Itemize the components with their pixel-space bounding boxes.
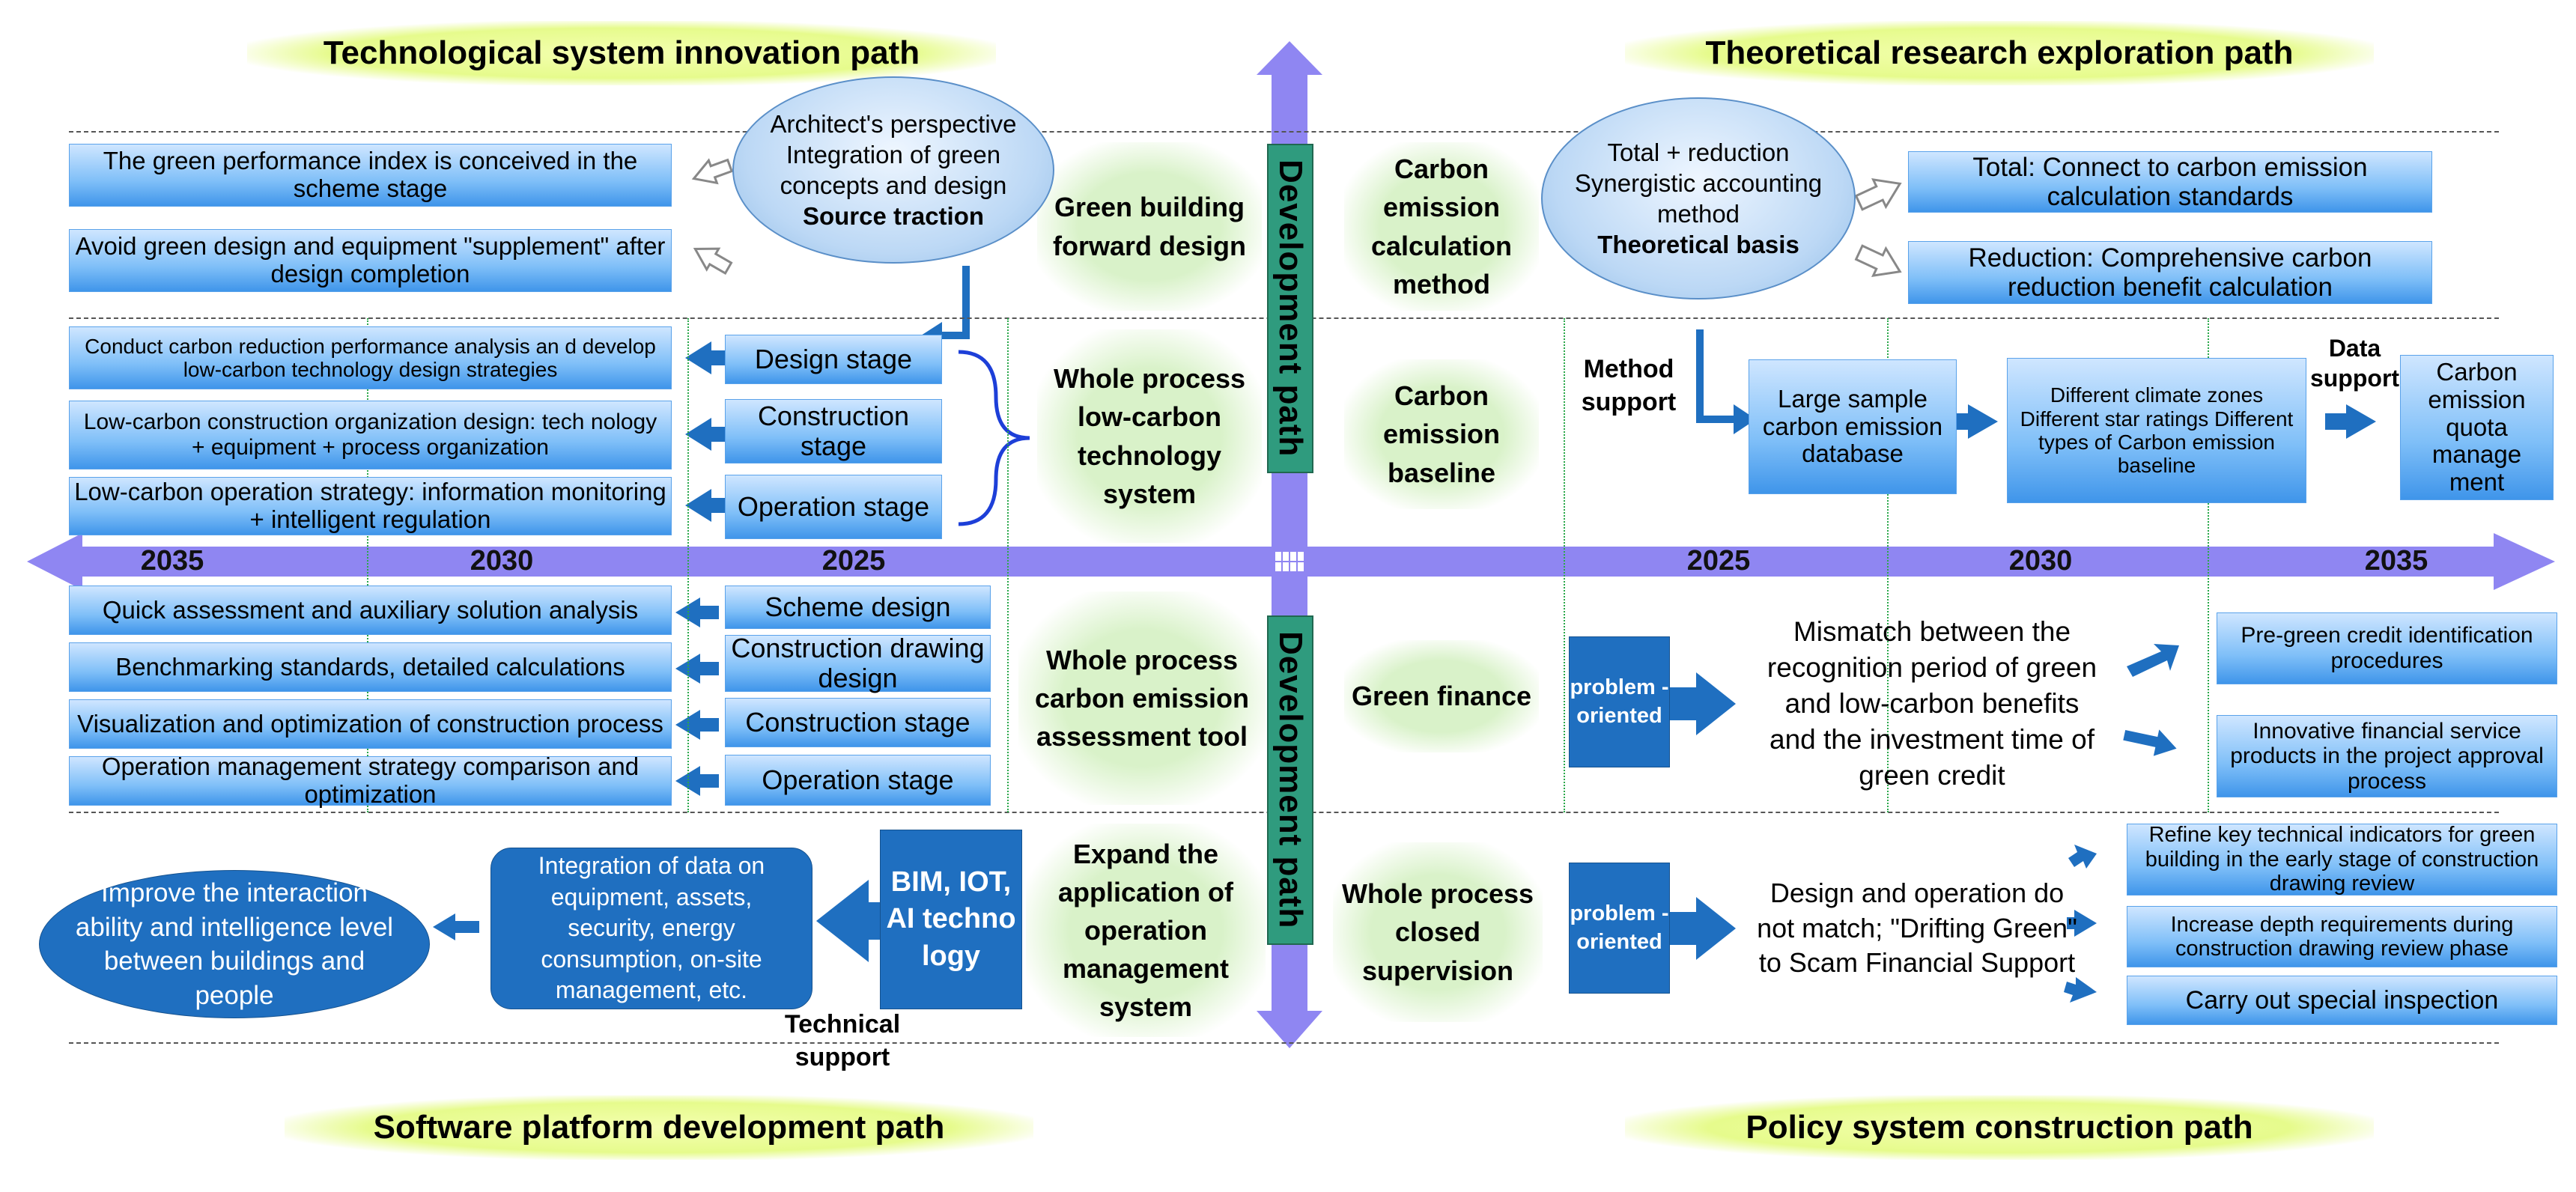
theoretical-basis-ellipse: Total + reduction Synergistic accounting… — [1541, 97, 1856, 299]
tool-stage-box: Scheme design — [725, 586, 991, 629]
mismatch-text: Mismatch between the recognition period … — [1767, 615, 2097, 791]
integration-box: Integration of data on equipment, assets… — [490, 848, 812, 1009]
tool-item-box: Benchmarking standards, detailed calcula… — [69, 642, 672, 692]
ellipse-bold-text: Source traction — [802, 202, 985, 231]
title-bottom-left: Software platform development path — [285, 1095, 1033, 1160]
tool-item-box: Operation management strategy comparison… — [69, 752, 672, 808]
dashed-divider — [69, 1042, 2499, 1044]
strategy-box: Conduct carbon reduction performance ana… — [69, 326, 672, 389]
inspection-box: Carry out special inspection — [2127, 976, 2557, 1025]
year-label: 2030 — [2008, 545, 2073, 577]
dev-path-label-top: Development path — [1267, 144, 1313, 473]
tech-box: BIM, IOT, AI techno logy — [880, 830, 1022, 1009]
green-index-box: The green performance index is conceived… — [69, 144, 672, 207]
problem-oriented-box: problem - oriented — [1569, 863, 1670, 994]
title-bottom-right: Policy system construction path — [1625, 1095, 2374, 1160]
tool-stage-box: Construction stage — [725, 698, 991, 747]
baseline-label: Carbon emission baseline — [1344, 359, 1539, 509]
design-stage-box: Design stage — [725, 335, 942, 384]
ellipse-text: Integration of green concepts and design — [780, 140, 1007, 199]
strategy-box: Low-carbon construction organization des… — [69, 401, 672, 469]
lowcarbon-system-label: Whole process low-carbon technology syst… — [1037, 329, 1262, 543]
database-box: Large sample carbon emission database — [1749, 359, 1957, 494]
ellipse-text: Architect's perspective — [770, 109, 1017, 138]
dashed-divider — [69, 131, 2499, 133]
title-top-left: Technological system innovation path — [247, 21, 996, 85]
dev-path-label-bottom: Development path — [1267, 615, 1313, 945]
year-gridline — [367, 318, 368, 812]
source-to-design-connector — [936, 266, 970, 339]
year-gridline — [687, 318, 689, 812]
year-label: 2035 — [2364, 545, 2428, 577]
hollow-arrow-1 — [691, 158, 734, 275]
year-gridline — [2208, 318, 2209, 812]
climate-baseline-box: Different climate zones Different star r… — [2007, 358, 2306, 503]
tool-item-box: Visualization and optimization of constr… — [69, 699, 672, 749]
supervision-label: Whole process closed supervision — [1333, 842, 1543, 1022]
green-finance-label: Green finance — [1344, 640, 1539, 752]
year-label: 2035 — [140, 545, 204, 577]
data-support-label: Data support — [2309, 335, 2400, 392]
calc-method-label: Carbon emission calculation method — [1344, 142, 1539, 311]
ellipse-text: Total + reduction Synergistic accounting… — [1574, 138, 1823, 228]
tool-stage-box: Operation stage — [725, 755, 991, 806]
operation-stage-box: Operation stage — [725, 475, 942, 539]
green-building-label: Green building forward design — [1037, 142, 1262, 311]
quota-box: Carbon emission quota manage ment — [2400, 355, 2554, 500]
assessment-tool-label: Whole process carbon emission assessment… — [1018, 592, 1266, 805]
pre-green-box: Pre-green credit identification procedur… — [2217, 612, 2557, 684]
design-operation-text: Design and operation do not match; "Drif… — [1757, 877, 2077, 979]
strategy-box: Low-carbon operation strategy: informati… — [69, 477, 672, 535]
avoid-supplement-box: Avoid green design and equipment "supple… — [69, 229, 672, 292]
year-label: 2025 — [1686, 545, 1751, 577]
source-traction-ellipse: Architect's perspective Integration of g… — [732, 76, 1054, 264]
tool-item-box: Quick assessment and auxiliary solution … — [69, 586, 672, 635]
method-support-label: Method support — [1581, 354, 1677, 416]
increase-box: Increase depth requirements during const… — [2127, 906, 2557, 967]
stage-brace — [958, 350, 1030, 526]
tech-support-label: Technical support — [784, 1009, 901, 1071]
total-box: Total: Connect to carbon emission calcul… — [1908, 151, 2432, 213]
problem-oriented-box: problem - oriented — [1569, 636, 1670, 767]
year-gridline — [1887, 318, 1889, 812]
innovative-finance-box: Innovative financial service products in… — [2217, 715, 2557, 797]
interaction-ellipse: Improve the interaction ability and inte… — [39, 870, 430, 1018]
year-label: 2030 — [470, 545, 534, 577]
operation-system-label: Expand the application of operation mana… — [1026, 824, 1266, 1037]
reduction-box: Reduction: Comprehensive carbon reductio… — [1908, 241, 2432, 304]
refine-box: Refine key technical indicators for gree… — [2127, 823, 2557, 895]
tool-stage-box: Construction drawing design — [725, 633, 991, 693]
year-gridline — [1564, 318, 1565, 812]
year-gridline — [1007, 318, 1009, 812]
year-label: 2025 — [821, 545, 886, 577]
title-top-right: Theoretical research exploration path — [1625, 21, 2374, 85]
ellipse-bold-text: Theoretical basis — [1597, 231, 1799, 259]
construction-stage-box: Construction stage — [725, 399, 942, 463]
